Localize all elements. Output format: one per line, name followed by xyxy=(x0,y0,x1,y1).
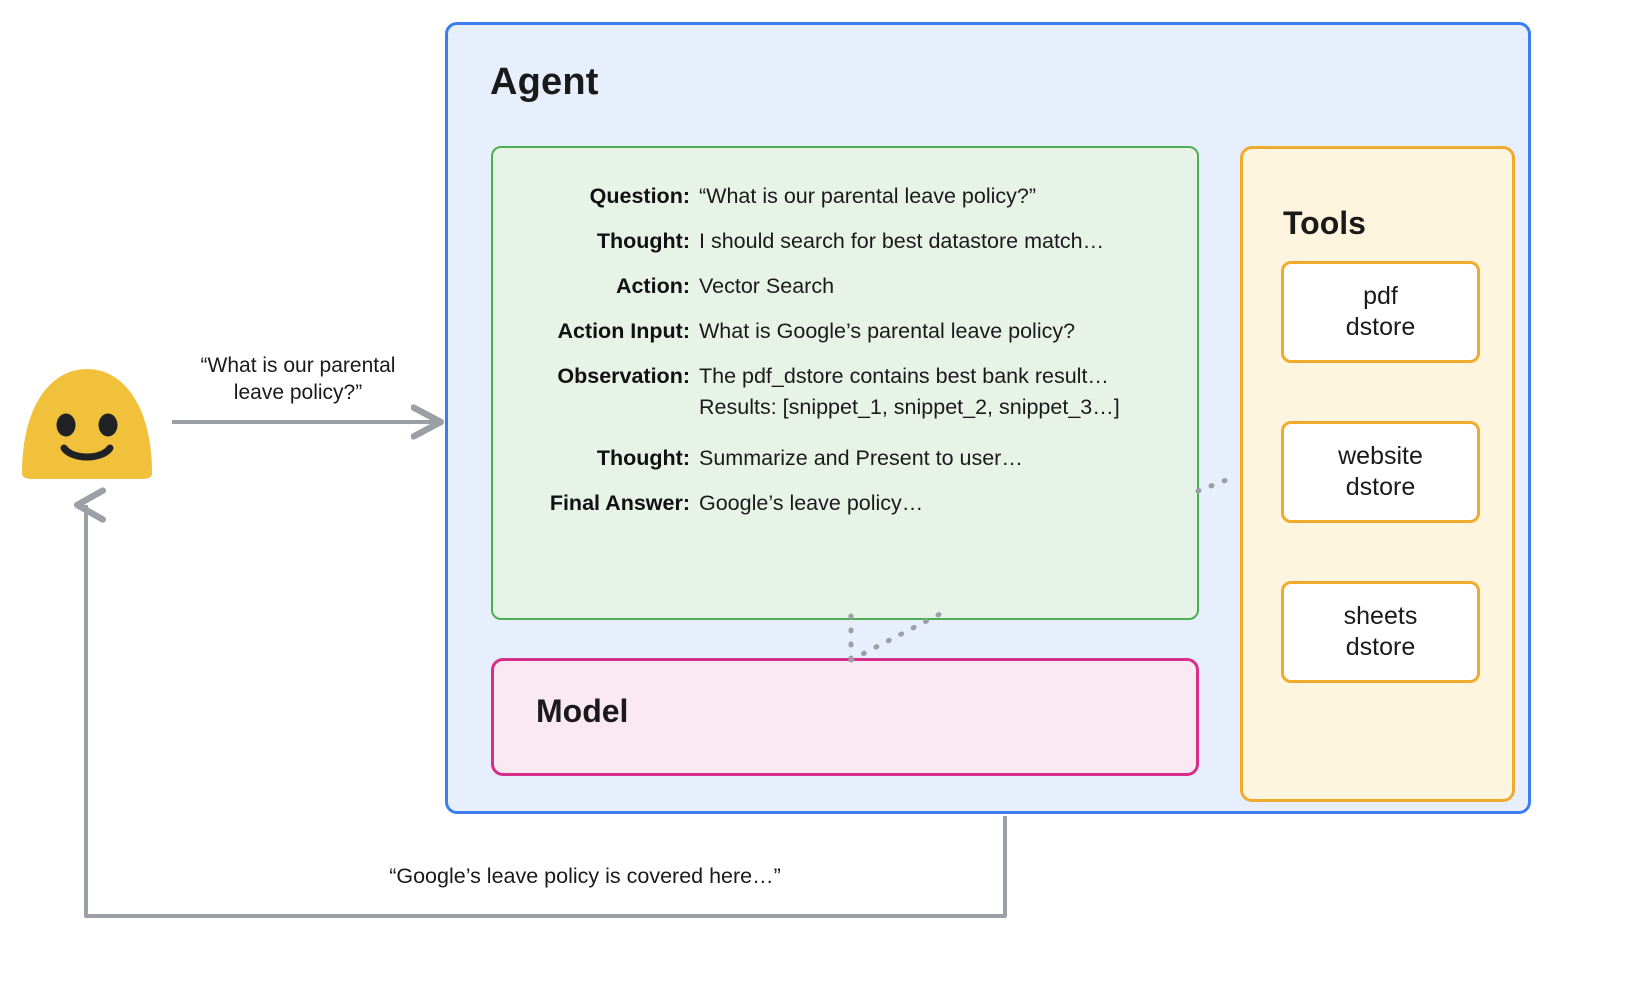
tool-card-label: pdf dstore xyxy=(1345,282,1416,341)
trace-row-value: “What is our parental leave policy?” xyxy=(699,184,1036,208)
tool-card-pdf-dstore[interactable]: pdf dstore xyxy=(1281,261,1480,363)
agent-container: Agent Question: “What is our parental le… xyxy=(445,22,1531,814)
avatar-eye-left xyxy=(56,413,76,437)
tool-card-label: sheets dstore xyxy=(1343,602,1418,661)
trace-row-value: The pdf_dstore contains best bank result… xyxy=(699,362,1120,422)
trace-row-value-line1: The pdf_dstore contains best bank result… xyxy=(699,364,1109,388)
trace-row-label: Final Answer: xyxy=(549,491,690,515)
trace-row: Question: “What is our parental leave po… xyxy=(493,182,1197,211)
react-trace-panel: Question: “What is our parental leave po… xyxy=(491,146,1199,620)
user-avatar-smiley-icon xyxy=(22,369,152,479)
avatar-eye-right xyxy=(98,413,118,437)
model-title: Model xyxy=(536,693,629,729)
user-request-label: “What is our parental leave policy?” xyxy=(200,354,396,404)
trace-row: Action: Vector Search xyxy=(493,272,1197,301)
trace-row: Observation: The pdf_dstore contains bes… xyxy=(493,362,1197,422)
trace-row-label: Observation: xyxy=(557,364,690,388)
trace-row-label: Action Input: xyxy=(557,319,690,343)
trace-row-value-line2: Results: [snippet_1, snippet_2, snippet_… xyxy=(699,395,1120,419)
user-response-label: “Google’s leave policy is covered here…” xyxy=(389,864,781,888)
trace-row-label: Thought: xyxy=(596,229,690,253)
model-panel: Model xyxy=(491,658,1199,776)
trace-row-value: I should search for best datastore match… xyxy=(699,229,1105,253)
trace-row-value: What is Google’s parental leave policy? xyxy=(699,319,1076,343)
tool-card-label: website dstore xyxy=(1338,442,1423,501)
agent-title: Agent xyxy=(490,61,599,103)
trace-row-label: Action: xyxy=(615,274,690,298)
trace-row: Thought: Summarize and Present to user… xyxy=(493,444,1197,473)
trace-row: Thought: I should search for best datast… xyxy=(493,227,1197,256)
trace-row: Action Input: What is Google’s parental … xyxy=(493,317,1197,346)
tool-card-sheets-dstore[interactable]: sheets dstore xyxy=(1281,581,1480,683)
trace-row-value: Vector Search xyxy=(699,274,835,298)
trace-row-label: Thought: xyxy=(596,446,690,470)
trace-row-label: Question: xyxy=(589,184,690,208)
trace-row-value: Google’s leave policy… xyxy=(699,491,924,515)
avatar-smile xyxy=(60,444,114,461)
react-trace-rows: Question: “What is our parental leave po… xyxy=(493,182,1197,534)
tools-panel: Tools pdf dstore website dstore sheets d… xyxy=(1240,146,1515,802)
tool-card-website-dstore[interactable]: website dstore xyxy=(1281,421,1480,523)
tools-title: Tools xyxy=(1283,205,1366,241)
trace-row: Final Answer: Google’s leave policy… xyxy=(493,489,1197,518)
trace-row-value: Summarize and Present to user… xyxy=(699,446,1023,470)
